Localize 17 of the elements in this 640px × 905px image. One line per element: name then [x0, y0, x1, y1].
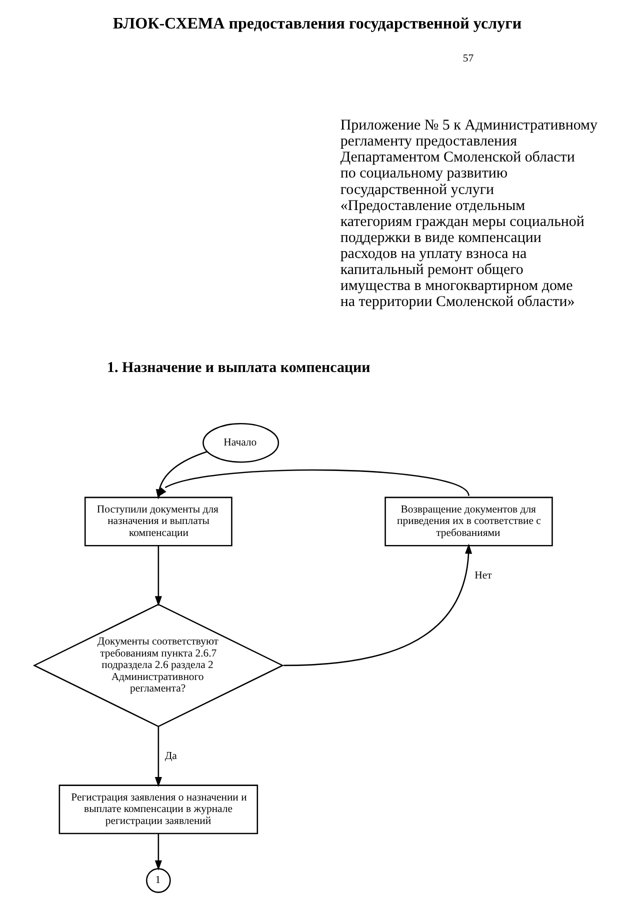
diagram-title: БЛОК-СХЕМА предоставления государственной услуги: [112, 16, 522, 33]
arrow: [154, 546, 162, 606]
arrow: [154, 834, 162, 870]
arrow: [154, 726, 162, 788]
node-box: Поступили документы для назначения и выплаты компенсации: [84, 496, 232, 546]
node-box: Возвращение документов для приведения их в соответствие с требованиями: [384, 496, 553, 546]
edge-label: Да: [164, 750, 177, 762]
node-box: Регистрация заявления о назначении и выплате компенсации в журнале регистрации заявлений: [58, 784, 258, 834]
arrow: [157, 469, 470, 498]
label: 57: [462, 52, 474, 64]
label: Приложение № 5 к Административному регламенту предоставления Департаментом Смоленской области по социальному развитию государственной услуги «Предоставление отдельным категориям граждан меры социальной поддержки в виде компенсации расходов на уплату взноса на капитальный ремонт общего имущества в многоквартирном доме на территории Смоленской области»: [340, 118, 598, 310]
edge-label: Нет: [474, 569, 492, 582]
node-diamond: Документы соответствуют требованиям пункта 2.6.7 подраздела 2.6 раздела 2 Административного регламента?: [32, 604, 284, 728]
arrow: [284, 544, 472, 666]
node-ellipse: Начало: [202, 422, 280, 463]
label: 1. Назначение и выплата компенсации: [107, 360, 370, 376]
node-circle: 1: [146, 868, 171, 893]
